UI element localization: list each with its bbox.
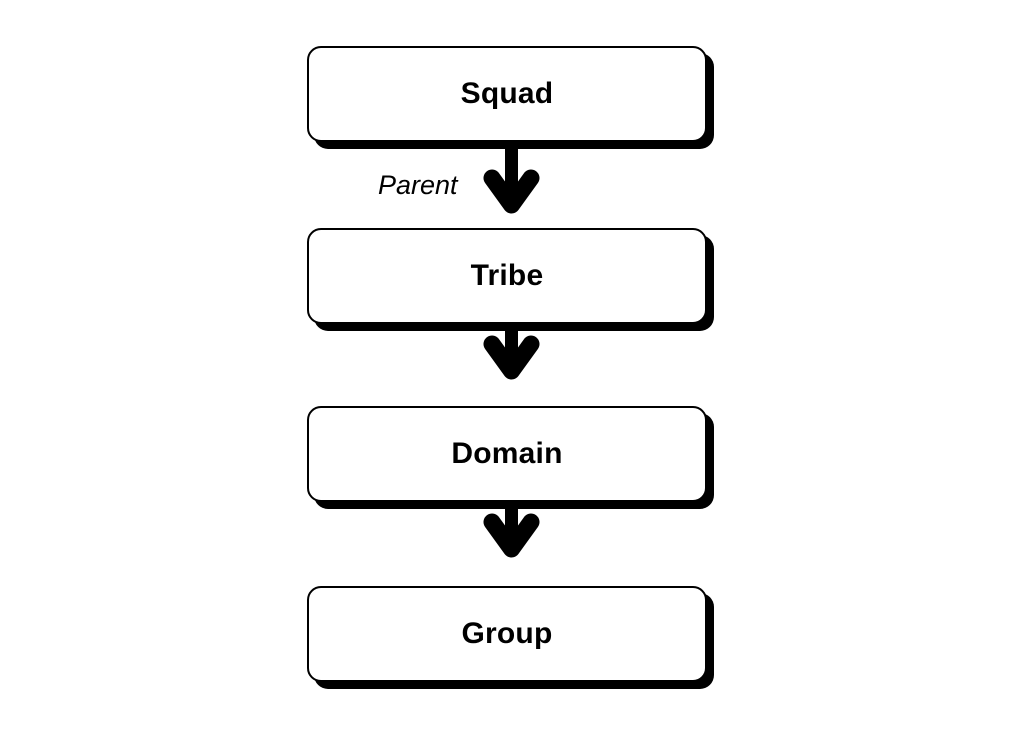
node-squad-label: Squad <box>460 77 554 110</box>
edge-label-parent: Parent <box>378 170 458 200</box>
node-group[interactable]: Group <box>307 586 707 682</box>
edge-domain-to-group <box>483 499 540 558</box>
arrowhead-icon <box>483 335 540 380</box>
edge-squad-to-tribe <box>483 140 540 214</box>
arrowhead-icon <box>483 169 540 214</box>
node-group-label: Group <box>461 617 553 650</box>
node-tribe-label: Tribe <box>470 259 544 292</box>
node-domain-label: Domain <box>451 437 563 470</box>
arrowhead-icon <box>483 513 540 558</box>
node-squad[interactable]: Squad <box>307 46 707 142</box>
node-domain[interactable]: Domain <box>307 406 707 502</box>
edge-tribe-to-domain <box>483 320 540 380</box>
node-tribe[interactable]: Tribe <box>307 228 707 324</box>
